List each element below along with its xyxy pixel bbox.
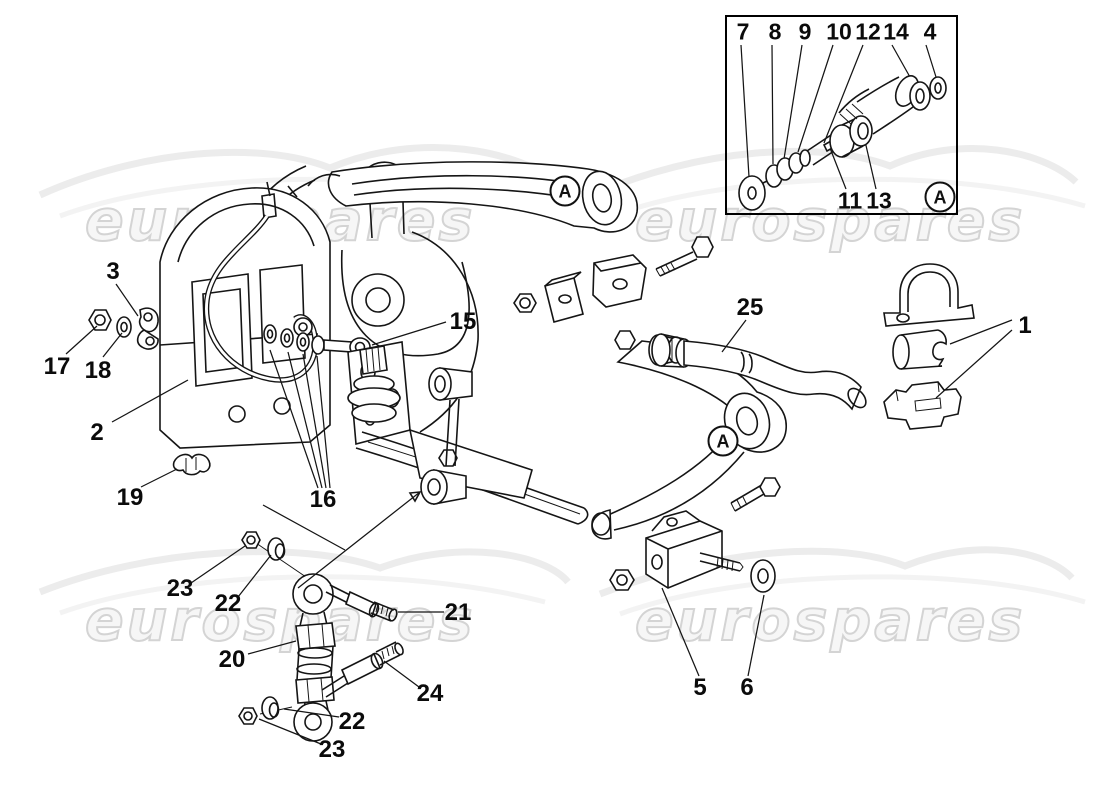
part-label-19: 19 xyxy=(116,484,144,511)
part-label-15: 15 xyxy=(449,308,477,335)
inset-leader-lines xyxy=(740,44,937,190)
upper-mount-bolt xyxy=(655,236,714,277)
stud-bracket-5 xyxy=(609,510,776,593)
view-marker-inset: A xyxy=(924,181,956,213)
bump-stop-and-bracket xyxy=(513,254,647,323)
part-label-3: 3 xyxy=(106,258,120,285)
inset-label-8: 8 xyxy=(768,18,782,45)
view-marker-lower-arm: A xyxy=(707,425,739,457)
part-label-23: 23 xyxy=(166,575,194,602)
part-label-21: 21 xyxy=(444,599,472,626)
drop-link-installed xyxy=(420,367,473,505)
part-label-22b: 22 xyxy=(338,708,366,735)
upper-suspension-arm xyxy=(307,161,638,233)
part-label-2: 2 xyxy=(90,419,104,446)
part-label-1: 1 xyxy=(1018,312,1032,339)
part-label-25: 25 xyxy=(736,294,764,321)
inset-label-7: 7 xyxy=(736,18,750,45)
lower-suspension-arm xyxy=(355,330,787,540)
anti-roll-bar-clamp-parts xyxy=(883,263,975,430)
inset-label-14: 14 xyxy=(883,18,909,45)
view-marker-upper-arm: A xyxy=(549,175,581,207)
part-label-17: 17 xyxy=(43,353,71,380)
inset-bolt-assembly xyxy=(738,75,947,211)
anti-roll-bar xyxy=(651,333,867,411)
washer-6 xyxy=(750,559,776,593)
inset-label-4: 4 xyxy=(923,18,937,45)
brake-hose xyxy=(203,214,319,383)
part-label-5: 5 xyxy=(693,674,707,701)
part-label-23b: 23 xyxy=(318,736,346,763)
inset-label-11: 11 xyxy=(837,187,863,214)
banjo-bolt-and-washers xyxy=(263,324,371,357)
part-label-16: 16 xyxy=(309,486,337,513)
inset-label-12: 12 xyxy=(855,18,881,45)
part-label-18: 18 xyxy=(84,357,112,384)
lower-mount-bolt xyxy=(730,477,781,512)
fastener-set-left xyxy=(88,307,159,350)
hub-knuckle xyxy=(341,161,479,446)
watermark-text: eurospares xyxy=(634,587,1026,655)
exploded-drop-link xyxy=(238,531,404,742)
inset-label-9: 9 xyxy=(798,18,812,45)
watermark-text: eurospares xyxy=(84,587,476,655)
inset-line-art xyxy=(738,44,947,211)
detail-inset-box: 7 8 9 10 12 14 4 11 13 A xyxy=(725,15,958,215)
retaining-clip-19 xyxy=(172,453,211,476)
part-label-24: 24 xyxy=(416,680,444,707)
leader-lines xyxy=(65,283,1013,745)
inset-label-13: 13 xyxy=(866,187,892,214)
part-label-20: 20 xyxy=(218,646,246,673)
part-label-22: 22 xyxy=(214,590,242,617)
part-label-6: 6 xyxy=(740,674,754,701)
inset-label-10: 10 xyxy=(826,18,852,45)
